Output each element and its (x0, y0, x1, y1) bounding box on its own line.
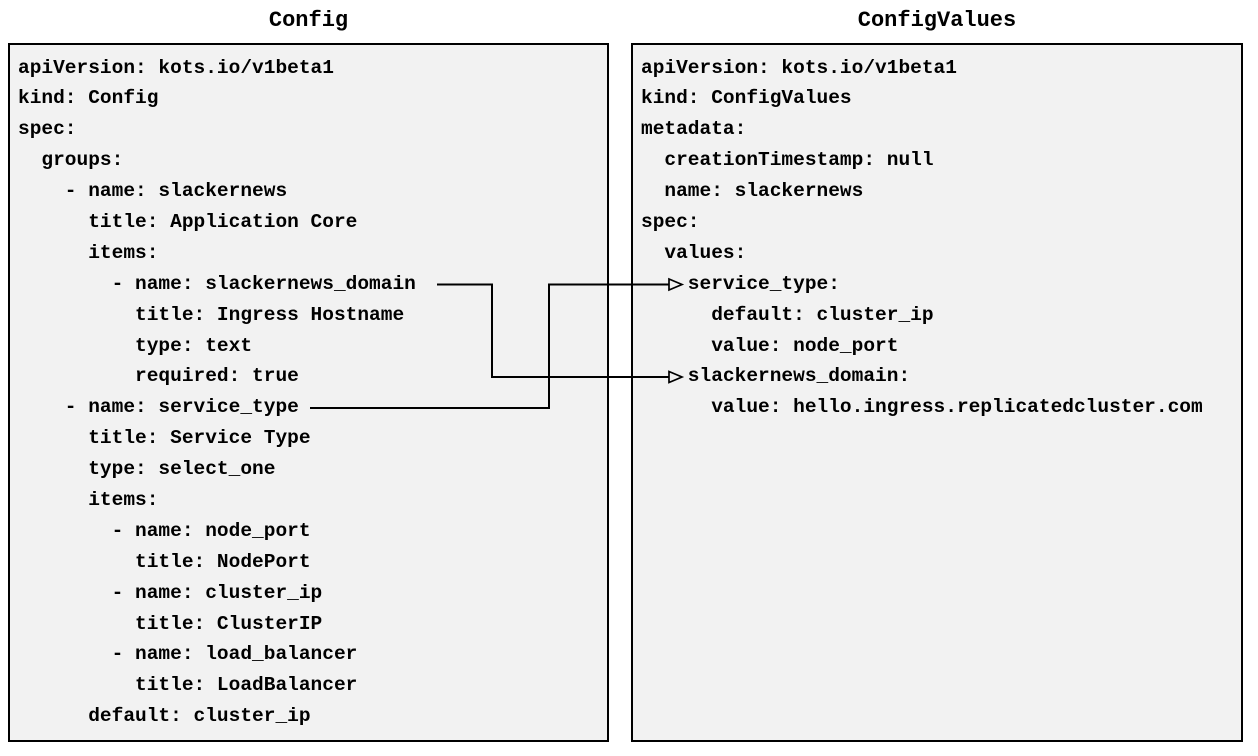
code-line: required: true (18, 365, 299, 388)
code-line: - name: cluster_ip (18, 581, 323, 604)
code-line: default: cluster_ip (641, 303, 934, 326)
config-panel-title: Config (268, 8, 349, 33)
code-line: title: Service Type (18, 427, 311, 450)
code-line: slackernews_domain: (641, 365, 911, 388)
code-line: items: (18, 241, 159, 264)
configvalues-yaml-code: apiVersion: kots.io/v1beta1 kind: ConfigV… (633, 45, 1241, 423)
code-line: value: hello.ingress.replicatedcluster.c… (641, 396, 1203, 419)
code-line: - name: slackernews_domain (18, 272, 416, 295)
code-line: name: slackernews (641, 180, 864, 203)
code-line: metadata: (641, 118, 747, 141)
code-line: - name: node_port (18, 519, 311, 542)
code-line: value: node_port (641, 334, 899, 357)
code-line: type: select_one (18, 458, 276, 481)
code-line: kind: ConfigValues (641, 87, 852, 110)
code-line: groups: (18, 149, 124, 172)
code-line: spec: (641, 210, 700, 233)
code-line: title: ClusterIP (18, 612, 323, 635)
code-line: - name: slackernews (18, 180, 288, 203)
configvalues-panel: apiVersion: kots.io/v1beta1 kind: ConfigV… (631, 43, 1243, 742)
code-line: title: LoadBalancer (18, 674, 358, 697)
config-yaml-code: apiVersion: kots.io/v1beta1 kind: Config s… (10, 45, 607, 732)
code-line: service_type: (641, 272, 840, 295)
code-line: type: text (18, 334, 253, 357)
code-line: - name: load_balancer (18, 643, 358, 666)
code-line: creationTimestamp: null (641, 149, 934, 172)
code-line: title: NodePort (18, 550, 311, 573)
code-line: spec: (18, 118, 77, 141)
code-line: kind: Config (18, 87, 159, 110)
code-line: items: (18, 488, 159, 511)
code-line: title: Ingress Hostname (18, 303, 405, 326)
code-line: - name: service_type (18, 396, 299, 419)
code-line: values: (641, 241, 747, 264)
code-line: title: Application Core (18, 210, 358, 233)
configvalues-panel-title: ConfigValues (857, 8, 1017, 33)
code-line: default: cluster_ip (18, 705, 311, 728)
config-panel: apiVersion: kots.io/v1beta1 kind: Config s… (8, 43, 609, 742)
code-line: apiVersion: kots.io/v1beta1 (18, 56, 334, 79)
code-line: apiVersion: kots.io/v1beta1 (641, 56, 957, 79)
